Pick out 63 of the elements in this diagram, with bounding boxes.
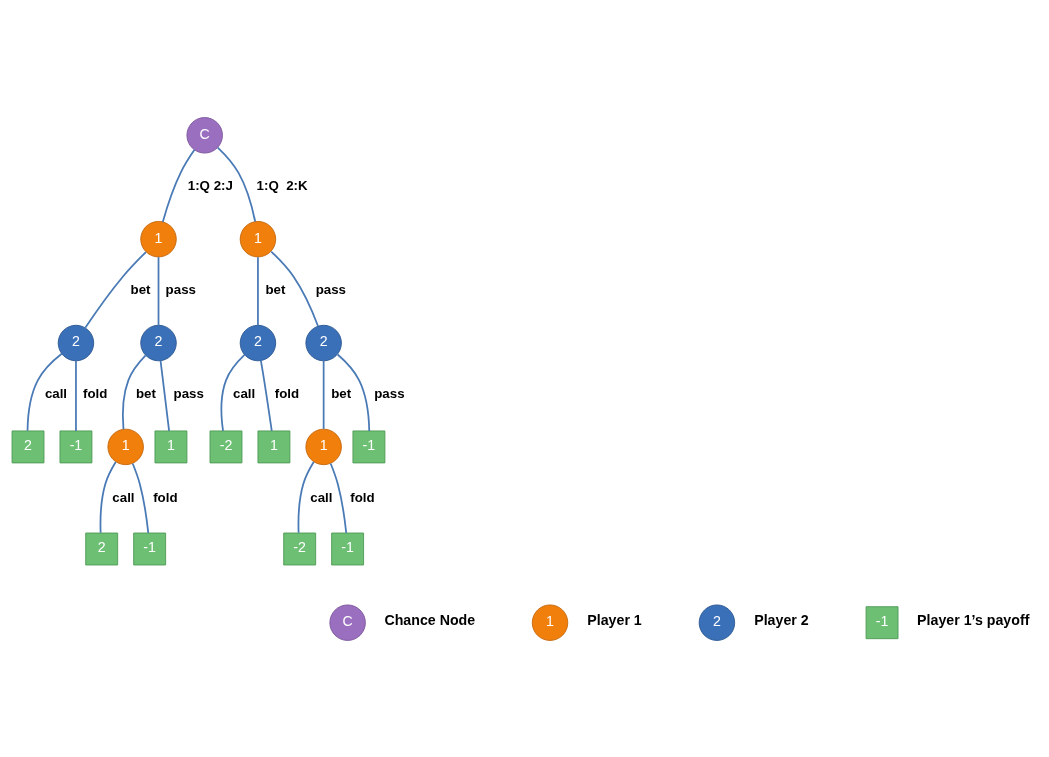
edge-label: bet: [331, 385, 352, 401]
connector: [99, 460, 117, 534]
edge-label: fold: [83, 385, 108, 401]
node-label: Player 2: [754, 611, 809, 628]
edge-label: pass: [374, 385, 405, 401]
node-circle: 1: [531, 604, 569, 641]
connector: [297, 460, 315, 534]
connector: [322, 359, 325, 430]
node-box: 1: [154, 430, 188, 463]
edge-label: fold: [274, 385, 300, 401]
edge-label: fold: [350, 489, 375, 505]
node-circle: 2: [698, 604, 736, 641]
edge-label: pass: [173, 385, 204, 401]
node-circle: 2: [140, 324, 177, 361]
node-box: 2: [11, 430, 45, 463]
connector: [122, 354, 147, 430]
node-box: 1: [257, 430, 291, 463]
node-circle: 1: [140, 220, 177, 257]
edge-label: call: [310, 489, 333, 505]
node-circle: 1: [305, 428, 342, 465]
connector: [216, 146, 257, 222]
node-label: Player 1: [587, 611, 642, 628]
connector: [270, 250, 319, 327]
edge-label: bet: [135, 385, 156, 401]
edge-label: fold: [153, 489, 178, 505]
node-circle: 2: [239, 324, 277, 361]
edge-label: call: [44, 385, 68, 401]
node-circle: C: [186, 116, 223, 153]
node-circle: 2: [57, 324, 95, 361]
connector: [220, 353, 246, 432]
node-label: Chance Node: [384, 611, 476, 628]
connector: [159, 359, 170, 432]
edge-label: call: [112, 489, 135, 505]
node-box: -1: [133, 532, 167, 565]
connector: [131, 462, 150, 534]
connector: [26, 352, 63, 432]
connector: [257, 255, 259, 326]
node-circle: 1: [107, 428, 144, 465]
node-box: -1: [865, 605, 899, 639]
node-box: -1: [331, 532, 365, 565]
edge-label: bet: [265, 281, 286, 297]
connector: [336, 353, 371, 432]
edge-label: call: [233, 385, 256, 401]
edge-label: pass: [165, 281, 196, 297]
node-box: 2: [85, 532, 119, 565]
connector: [75, 359, 77, 432]
edge-label: bet: [130, 281, 151, 297]
node-circle: C: [329, 604, 366, 641]
edge-label: pass: [315, 281, 346, 297]
node-circle: 2: [305, 324, 342, 361]
connector: [161, 148, 196, 223]
node-box: -1: [352, 430, 386, 463]
node-box: -2: [209, 430, 243, 463]
node-box: -2: [283, 532, 317, 565]
edge-label: 1:Q 2:K: [256, 177, 308, 193]
edge-label: 1:Q 2:J: [187, 177, 233, 193]
connector: [84, 250, 147, 329]
connector: [157, 255, 160, 326]
node-circle: 1: [239, 220, 277, 257]
node-label: Player 1’s payoff: [917, 611, 1030, 628]
node-box: -1: [59, 430, 93, 463]
connector: [329, 462, 348, 534]
connector: [260, 359, 273, 432]
